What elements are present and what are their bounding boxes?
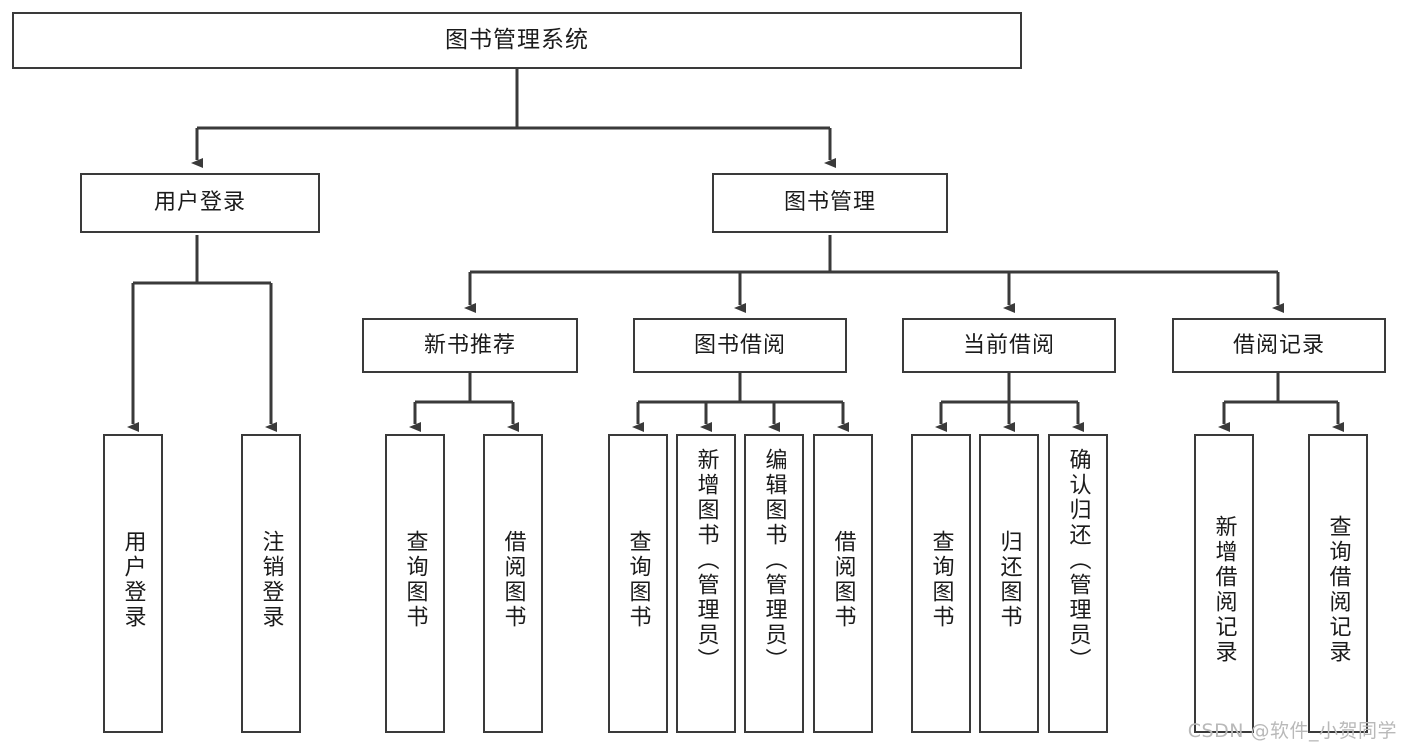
node-leaf-borrow-book[interactable]: 借阅图书 bbox=[813, 434, 873, 733]
node-leaf-query-book-current[interactable]: 查询图书 bbox=[911, 434, 971, 733]
node-leaf-add-book-admin-label: 新增图书（管理员） bbox=[693, 448, 719, 673]
node-leaf-query-borrow-record-label: 查询借阅记录 bbox=[1325, 515, 1351, 665]
node-leaf-user-logout-label: 注销登录 bbox=[258, 530, 284, 630]
node-leaf-edit-book-admin-label: 编辑图书（管理员） bbox=[761, 448, 787, 673]
node-borrow-record[interactable]: 借阅记录 bbox=[1172, 318, 1386, 373]
node-current-borrow[interactable]: 当前借阅 bbox=[902, 318, 1116, 373]
node-leaf-confirm-return-admin[interactable]: 确认归还（管理员） bbox=[1048, 434, 1108, 733]
node-leaf-borrow-book-newbook[interactable]: 借阅图书 bbox=[483, 434, 543, 733]
node-user-login-label: 用户登录 bbox=[153, 190, 246, 216]
csdn-watermark: CSDN @软件_小贺同学 bbox=[1187, 720, 1397, 742]
node-new-book-recommend-label: 新书推荐 bbox=[423, 332, 516, 358]
node-leaf-borrow-book-newbook-label: 借阅图书 bbox=[500, 530, 526, 630]
node-leaf-query-borrow-record[interactable]: 查询借阅记录 bbox=[1308, 434, 1368, 733]
node-book-borrow[interactable]: 图书借阅 bbox=[633, 318, 847, 373]
node-leaf-add-borrow-record[interactable]: 新增借阅记录 bbox=[1194, 434, 1254, 733]
node-book-borrow-label: 图书借阅 bbox=[693, 332, 786, 358]
node-leaf-query-book-current-label: 查询图书 bbox=[928, 530, 954, 630]
node-leaf-add-book-admin[interactable]: 新增图书（管理员） bbox=[676, 434, 736, 733]
node-book-management-label: 图书管理 bbox=[783, 190, 876, 216]
node-book-management[interactable]: 图书管理 bbox=[712, 173, 948, 233]
node-root-system[interactable]: 图书管理系统 bbox=[12, 12, 1022, 69]
node-leaf-return-book[interactable]: 归还图书 bbox=[979, 434, 1039, 733]
node-leaf-add-borrow-record-label: 新增借阅记录 bbox=[1211, 515, 1237, 665]
node-leaf-borrow-book-label: 借阅图书 bbox=[830, 530, 856, 630]
node-leaf-confirm-return-admin-label: 确认归还（管理员） bbox=[1065, 448, 1091, 673]
node-root-system-label: 图书管理系统 bbox=[445, 26, 589, 53]
node-leaf-edit-book-admin[interactable]: 编辑图书（管理员） bbox=[744, 434, 804, 733]
node-leaf-query-book-newbook-label: 查询图书 bbox=[402, 530, 428, 630]
node-new-book-recommend[interactable]: 新书推荐 bbox=[362, 318, 578, 373]
node-leaf-query-book-borrow-label: 查询图书 bbox=[625, 530, 651, 630]
node-user-login[interactable]: 用户登录 bbox=[80, 173, 320, 233]
node-leaf-return-book-label: 归还图书 bbox=[996, 530, 1022, 630]
node-leaf-query-book-newbook[interactable]: 查询图书 bbox=[385, 434, 445, 733]
node-borrow-record-label: 借阅记录 bbox=[1232, 332, 1325, 358]
node-leaf-user-login-label: 用户登录 bbox=[120, 530, 146, 630]
node-leaf-query-book-borrow[interactable]: 查询图书 bbox=[608, 434, 668, 733]
node-current-borrow-label: 当前借阅 bbox=[962, 332, 1055, 358]
node-leaf-user-logout[interactable]: 注销登录 bbox=[241, 434, 301, 733]
node-leaf-user-login[interactable]: 用户登录 bbox=[103, 434, 163, 733]
